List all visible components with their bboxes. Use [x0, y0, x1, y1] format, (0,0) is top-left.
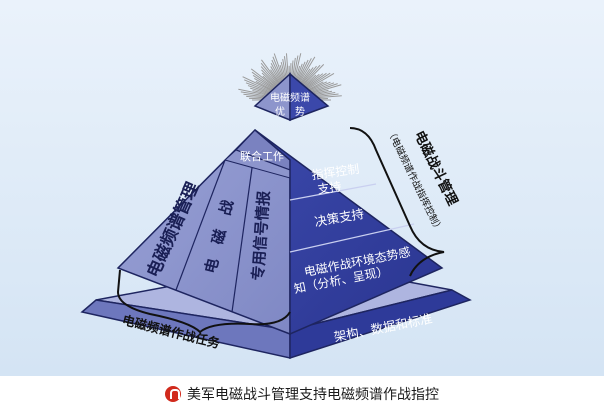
pyramid-diagram: 架构、数据和标准 联合工作 电磁频谱管理 电 磁 战 专用信号情报 指挥控制 支…: [0, 0, 604, 376]
pyramid-right-face: 指挥控制 支持 决策支持 电磁作战环境态势感 知（分析、呈现）: [254, 129, 444, 336]
caption-text: 美军电磁战斗管理支持电磁频谱作战指控: [187, 386, 439, 403]
apex-label-line1: 电磁频谱: [270, 91, 310, 104]
pyramid-apex: 电磁频谱 优 势: [253, 72, 330, 122]
brand-logo-icon: [165, 385, 181, 402]
figure-caption: 美军电磁战斗管理支持电磁频谱作战指控: [0, 376, 604, 411]
apex-label-line2: 优 势: [275, 105, 305, 118]
right-tier-c2-support-line2: 支持: [316, 178, 342, 196]
left-face-header: 联合工作: [240, 149, 284, 163]
right-tier-c2-support-line1: 指挥控制: [311, 161, 361, 183]
